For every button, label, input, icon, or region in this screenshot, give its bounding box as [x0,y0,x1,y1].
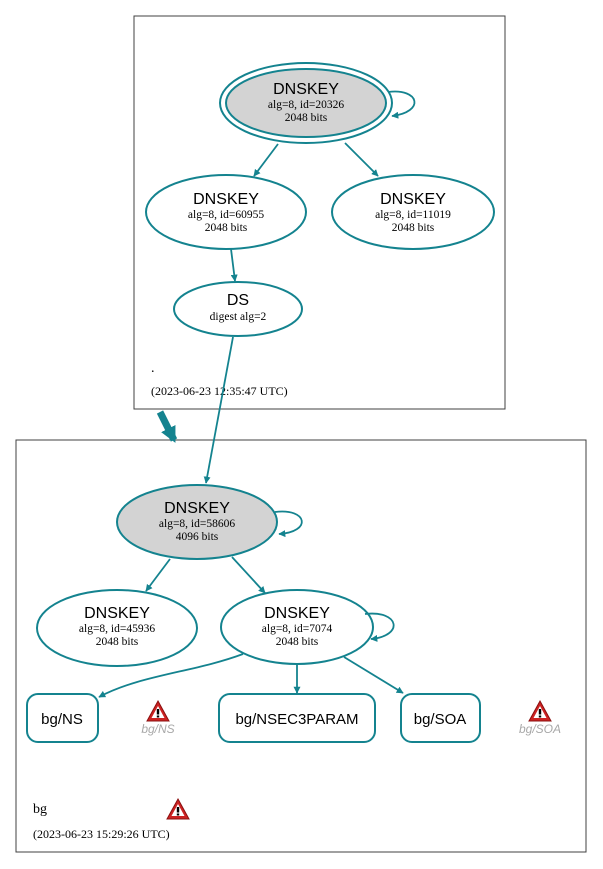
root-zsk1-size: 2048 bits [205,222,248,234]
bg-zsk1-title: DNSKEY [84,605,150,622]
bg-zsk-7074-node[interactable]: DNSKEY alg=8, id=7074 2048 bits [220,589,374,665]
edge-zsk2-to-ns [98,653,244,698]
rrset-bg-nsec3param[interactable]: bg/NSEC3PARAM [218,693,376,743]
edge-ksk-to-zsk2 [344,142,379,177]
root-zsk2-info: alg=8, id=11019 [375,209,451,221]
warning-ns-label: bg/NS [141,722,174,736]
root-ksk-info: alg=8, id=20326 [268,99,344,111]
bg-zsk2-self-edge [364,612,395,642]
bg-ksk-title: DNSKEY [164,500,230,517]
edge-bg-ksk-to-zsk2 [231,556,266,594]
edge-zsk2-to-soa [343,656,404,694]
edge-ds-to-bg-ksk [203,336,234,484]
root-ksk-self-edge [387,90,416,119]
root-ksk-title: DNSKEY [273,81,339,98]
ds-node[interactable]: DS digest alg=2 [173,281,303,337]
bg-ksk-self-edge [274,510,303,538]
root-ksk-size: 2048 bits [285,112,328,124]
bg-zsk1-info: alg=8, id=45936 [79,623,155,635]
rrset-ns-label: bg/NS [41,711,83,728]
edge-zsk1-to-ds [230,248,238,282]
bg-zsk2-size: 2048 bits [276,636,319,648]
ds-title: DS [227,292,249,309]
edge-bg-ksk-to-zsk1 [145,558,171,592]
bg-zsk-45936-node[interactable]: DNSKEY alg=8, id=45936 2048 bits [36,589,198,667]
root-ksk-node[interactable]: DNSKEY alg=8, id=20326 2048 bits [219,62,393,144]
root-zsk1-title: DNSKEY [193,191,259,208]
root-zsk1-info: alg=8, id=60955 [188,209,264,221]
rrset-soa-label: bg/SOA [414,711,467,728]
bg-ksk-info: alg=8, id=58606 [159,518,235,530]
root-zsk2-title: DNSKEY [380,191,446,208]
root-zone-name: . [151,361,155,376]
rrset-bg-ns[interactable]: bg/NS [26,693,99,743]
bg-zsk2-title: DNSKEY [264,605,330,622]
rrset-nsec3param-label: bg/NSEC3PARAM [235,711,358,728]
root-zsk-60955-node[interactable]: DNSKEY alg=8, id=60955 2048 bits [145,174,307,250]
ds-info: digest alg=2 [210,311,267,323]
warning-soa-label: bg/SOA [519,722,561,736]
delegation-edge [156,410,178,443]
bg-zsk2-info: alg=8, id=7074 [262,623,333,635]
root-zsk-11019-node[interactable]: DNSKEY alg=8, id=11019 2048 bits [331,174,495,250]
bg-zone-name: bg [33,802,47,817]
root-zsk2-size: 2048 bits [392,222,435,234]
edge-ksk-to-zsk1 [253,143,279,177]
bg-zsk1-size: 2048 bits [96,636,139,648]
bg-ksk-node[interactable]: DNSKEY alg=8, id=58606 4096 bits [116,484,278,560]
rrset-bg-soa[interactable]: bg/SOA [400,693,481,743]
bg-ksk-size: 4096 bits [176,531,219,543]
bg-zone-timestamp: (2023-06-23 15:29:26 UTC) [33,827,170,841]
warning-soa[interactable]: bg/SOA [519,700,561,736]
root-zone-timestamp: (2023-06-23 12:35:47 UTC) [151,384,288,398]
warning-ns[interactable]: bg/NS [141,700,175,736]
